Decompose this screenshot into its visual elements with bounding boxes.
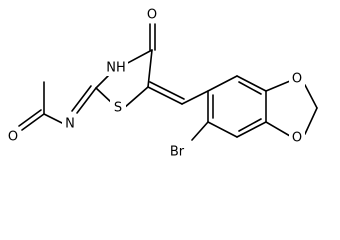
atom-labels: O NH S N O Br O O bbox=[5, 7, 305, 160]
molecule-structure: O NH S N O Br O O bbox=[5, 7, 318, 160]
atom-bromine: Br bbox=[170, 145, 185, 160]
bond-ar5-ar6 bbox=[207, 121, 238, 138]
bond-o-upper-ch2 bbox=[304, 84, 318, 109]
bond-c4-n3 bbox=[123, 49, 153, 66]
bond-ar4-ar5 bbox=[236, 121, 267, 138]
bond-c2-n-a bbox=[76, 87, 97, 114]
bond-o-lower-ch2 bbox=[304, 107, 318, 135]
bond-c2-s1 bbox=[95, 87, 113, 104]
atom-imine-nitrogen: N bbox=[65, 117, 75, 132]
atom-ring-nh: NH bbox=[106, 61, 126, 76]
atom-dioxole-oxygen-lower: O bbox=[292, 131, 302, 146]
bond-ar3-o-upper bbox=[265, 80, 291, 92]
bond-c2-n-b bbox=[71, 85, 92, 112]
atom-thiazolidine-sulfur: S bbox=[114, 101, 122, 116]
atom-acetyl-oxygen: O bbox=[8, 130, 18, 145]
bond-cac-o-a bbox=[21, 113, 45, 131]
bond-ar-br bbox=[191, 121, 209, 141]
bond-n3-c2 bbox=[95, 75, 109, 89]
atom-carbonyl-oxygen: O bbox=[147, 8, 157, 23]
bond-cac-o-b bbox=[18, 109, 42, 127]
bond-ar2-ar3 bbox=[236, 75, 267, 92]
bond-n-cac bbox=[43, 113, 65, 125]
bond-ar4-o-lower bbox=[265, 121, 291, 137]
bond-c5-ch-b bbox=[149, 81, 185, 100]
atom-dioxole-oxygen-upper: O bbox=[292, 72, 302, 87]
bond-ar-inner-2 bbox=[238, 118, 262, 132]
bond-c5-ch-a bbox=[147, 86, 183, 105]
structure-drawing: O NH S N O Br O O bbox=[5, 7, 318, 160]
bond-ch-aryl bbox=[181, 90, 209, 105]
bond-ar1-ar2 bbox=[207, 75, 238, 92]
bond-ar-inner-1 bbox=[238, 81, 262, 95]
bond-c5-c4 bbox=[147, 49, 153, 88]
bond-s1-c5 bbox=[123, 86, 149, 109]
bond-lines bbox=[18, 23, 318, 141]
